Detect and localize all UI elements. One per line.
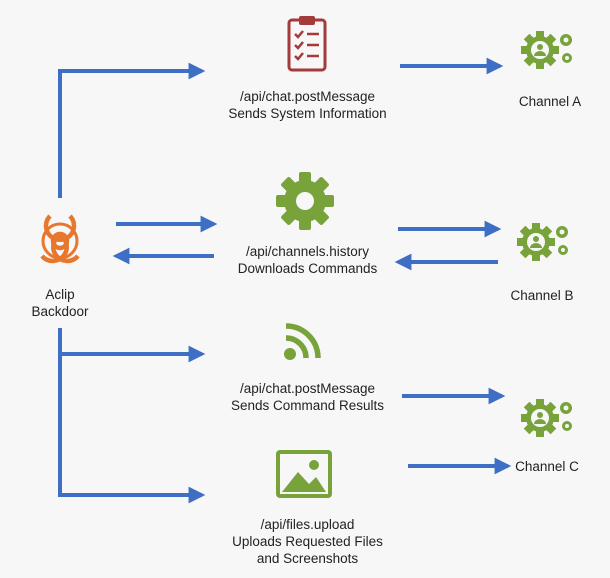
api-1-endpoint: /api/chat.postMessage bbox=[239, 89, 376, 104]
channel-b-label: Channel B bbox=[510, 288, 574, 303]
user-gears-icon bbox=[521, 31, 572, 69]
api-3-label: /api/chat.postMessage Sends Command Resu… bbox=[195, 380, 420, 414]
api-4-endpoint: /api/files.upload bbox=[260, 517, 355, 532]
biohazard-icon bbox=[40, 214, 80, 264]
api-4-label: /api/files.upload Uploads Requested File… bbox=[195, 516, 420, 567]
source-label-line1: Aclip bbox=[45, 287, 75, 302]
api-1-description: Sends System Information bbox=[228, 106, 387, 121]
channel-c-label: Channel C bbox=[515, 459, 579, 474]
user-gears-icon bbox=[521, 399, 572, 437]
source-label-line2: Backdoor bbox=[31, 304, 89, 319]
api-3-endpoint: /api/chat.postMessage bbox=[239, 381, 376, 396]
api-4-description-line2: and Screenshots bbox=[256, 551, 359, 566]
api-4-description: Uploads Requested Files bbox=[232, 534, 383, 549]
arrow-source-to-api-1 bbox=[58, 62, 206, 198]
api-2-description: Downloads Commands bbox=[237, 261, 378, 276]
image-icon bbox=[276, 450, 332, 498]
api-2-endpoint: /api/channels.history bbox=[245, 244, 370, 259]
clipboard-checklist-icon bbox=[287, 16, 327, 72]
user-gears-icon bbox=[517, 223, 568, 261]
arrow-source-to-api-4 bbox=[58, 354, 206, 504]
api-1-label: /api/chat.postMessage Sends System Infor… bbox=[195, 88, 420, 122]
api-3-description: Sends Command Results bbox=[230, 398, 385, 413]
wifi-signal-icon bbox=[284, 323, 321, 360]
channel-a-label: Channel A bbox=[518, 94, 582, 109]
gear-icon bbox=[276, 172, 334, 230]
source-label: Aclip Backdoor bbox=[20, 286, 100, 320]
arrow-source-to-api-3 bbox=[58, 328, 206, 363]
api-2-label: /api/channels.history Downloads Commands bbox=[195, 243, 420, 277]
